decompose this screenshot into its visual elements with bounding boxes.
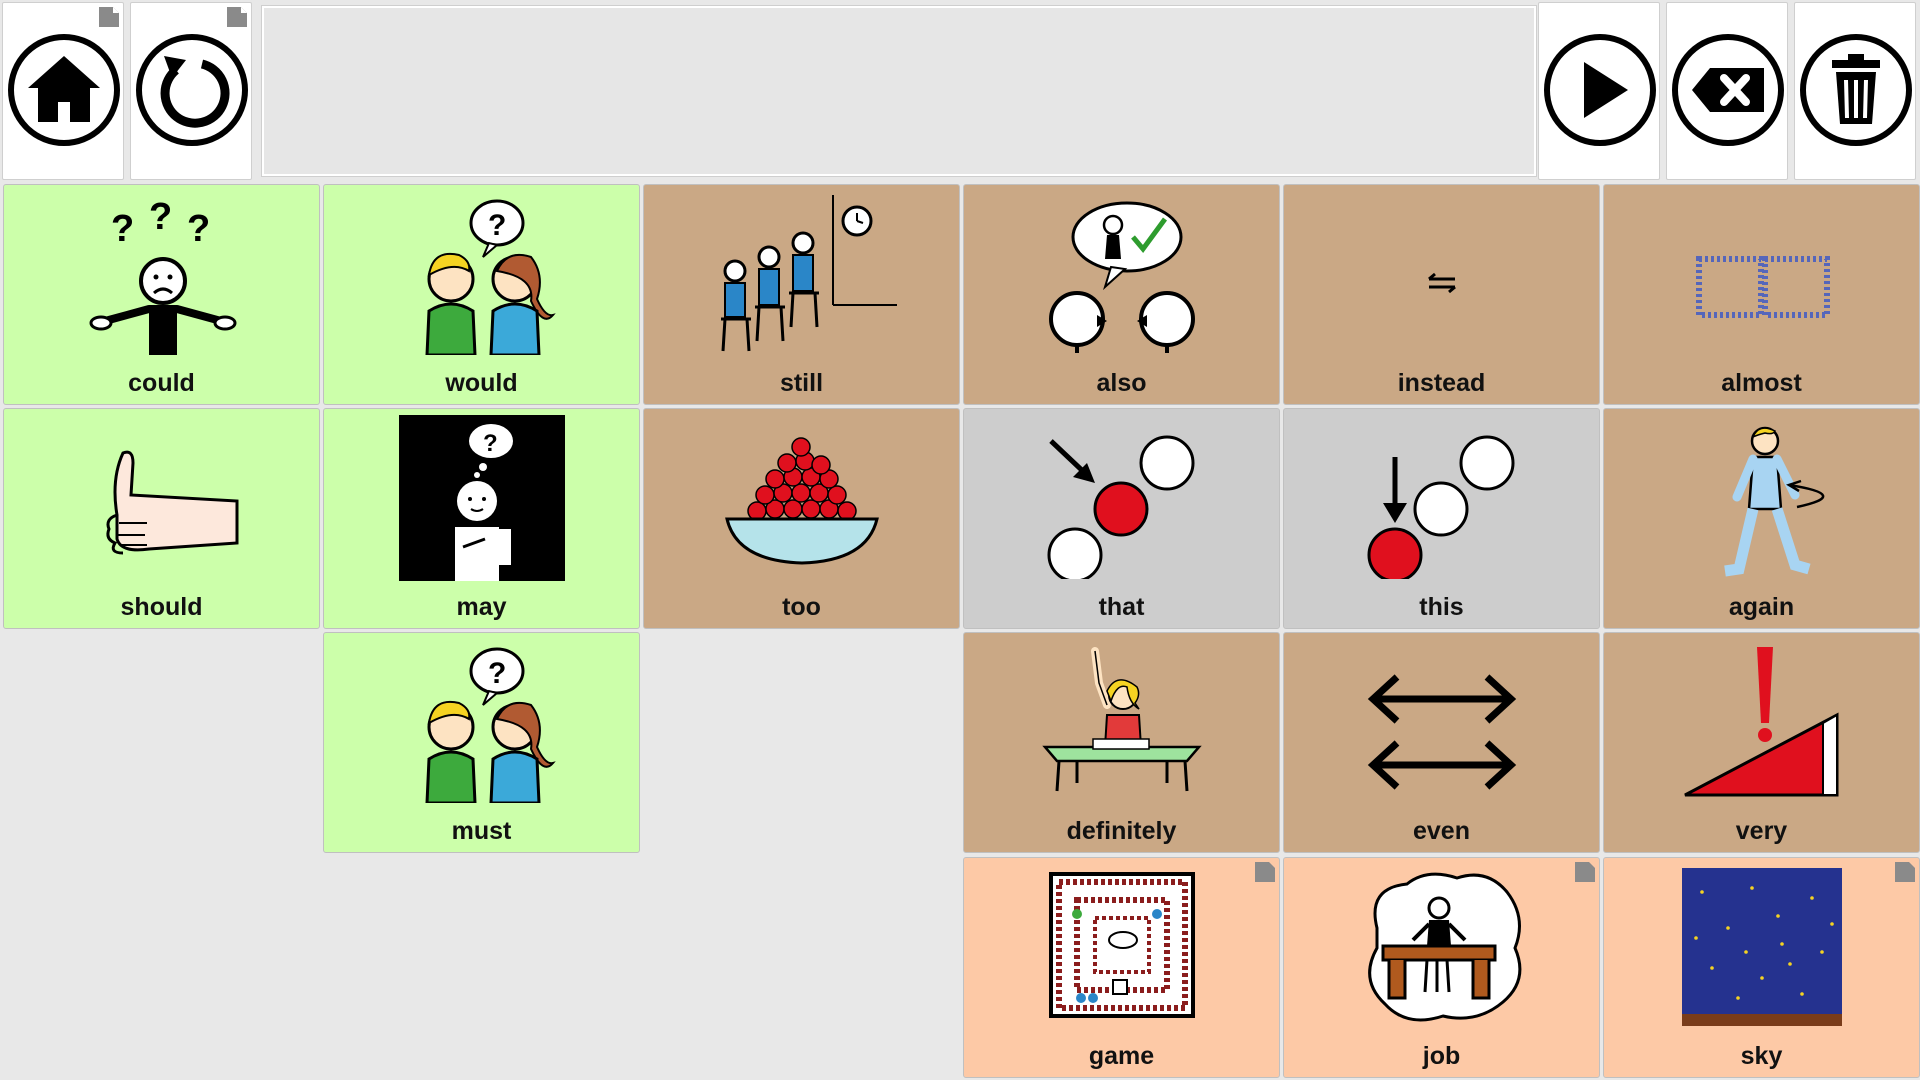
intensity-ramp-icon — [1683, 647, 1838, 797]
folder-icon — [1255, 862, 1275, 882]
tile-very[interactable]: very — [1603, 632, 1920, 853]
tile-label: definitely — [1066, 817, 1177, 845]
tile-label: could — [128, 369, 195, 397]
night-sky-icon — [1681, 868, 1842, 1026]
tile-could[interactable]: ? ? ? could — [3, 184, 320, 405]
tile-label: almost — [1721, 369, 1802, 397]
clear-button[interactable] — [1794, 2, 1916, 180]
tile-should[interactable]: should — [3, 408, 320, 629]
tile-definitely[interactable]: definitely — [963, 632, 1280, 853]
tile-label: that — [1098, 593, 1145, 621]
thumbs-up-icon — [105, 450, 238, 555]
play-icon — [1544, 34, 1656, 146]
tile-label: this — [1419, 593, 1464, 621]
tile-that[interactable]: that — [963, 408, 1280, 629]
agreeing-people-icon — [1048, 201, 1195, 353]
svg-text:?: ? — [111, 208, 134, 250]
tile-label: game — [1088, 1042, 1155, 1070]
pointing-at-ball-this-icon — [1367, 435, 1514, 579]
person-at-desk-icon — [1367, 872, 1521, 1022]
tile-game[interactable]: game — [963, 857, 1280, 1078]
student-raising-hand-icon — [1041, 647, 1202, 792]
tile-may[interactable]: ? may — [323, 408, 640, 629]
tile-label: must — [451, 817, 512, 845]
confused-person-icon: ? ? ? — [89, 196, 236, 355]
tile-label: also — [1096, 369, 1147, 397]
tile-label: would — [445, 369, 518, 397]
svg-text:?: ? — [488, 209, 506, 242]
double-arrows-icon — [1367, 674, 1516, 790]
undo-button[interactable] — [130, 2, 252, 180]
tile-label: sky — [1740, 1042, 1783, 1070]
folder-icon — [99, 7, 119, 27]
pointing-at-ball-that-icon — [1047, 435, 1194, 579]
undo-icon — [136, 34, 248, 146]
tile-label: very — [1735, 817, 1788, 845]
swap-arrows-icon — [1427, 272, 1456, 294]
person-thinking-icon: ? — [398, 415, 565, 581]
tile-again[interactable]: again — [1603, 408, 1920, 629]
tile-label: job — [1422, 1042, 1461, 1070]
backspace-button[interactable] — [1666, 2, 1788, 180]
folder-icon — [227, 7, 247, 27]
two-people-talking-icon: ? — [424, 199, 556, 355]
board-game-icon — [1048, 872, 1195, 1018]
home-icon — [8, 34, 120, 146]
tile-too[interactable]: too — [643, 408, 960, 629]
tile-label: even — [1413, 817, 1470, 845]
svg-text:?: ? — [483, 430, 498, 457]
tile-instead[interactable]: instead — [1283, 184, 1600, 405]
tile-would[interactable]: ? would — [323, 184, 640, 405]
tile-must[interactable]: ? must — [323, 632, 640, 853]
bowl-of-berries-icon — [724, 437, 879, 565]
two-people-talking-icon: ? — [424, 647, 556, 803]
speak-button[interactable] — [1538, 2, 1660, 180]
tile-sky[interactable]: sky — [1603, 857, 1920, 1078]
dotted-squares-icon — [1695, 256, 1830, 318]
svg-text:?: ? — [149, 196, 172, 238]
tile-this[interactable]: this — [1283, 408, 1600, 629]
tile-label: may — [456, 593, 507, 621]
svg-text:?: ? — [488, 657, 506, 690]
trash-icon — [1800, 34, 1912, 146]
tile-label: too — [782, 593, 821, 621]
folder-icon — [1895, 862, 1915, 882]
message-bar[interactable] — [262, 6, 1536, 176]
tile-label: still — [779, 369, 824, 397]
person-turning-around-icon — [1723, 426, 1824, 577]
people-waiting-icon — [720, 195, 897, 352]
tile-still[interactable]: still — [643, 184, 960, 405]
backspace-icon — [1672, 34, 1784, 146]
tile-even[interactable]: even — [1283, 632, 1600, 853]
folder-icon — [1575, 862, 1595, 882]
tile-job[interactable]: job — [1283, 857, 1600, 1078]
tile-label: instead — [1397, 369, 1486, 397]
tile-label: should — [120, 593, 203, 621]
tile-label: again — [1728, 593, 1795, 621]
svg-text:?: ? — [187, 208, 210, 250]
tile-almost[interactable]: almost — [1603, 184, 1920, 405]
tile-also[interactable]: also — [963, 184, 1280, 405]
home-button[interactable] — [2, 2, 124, 180]
